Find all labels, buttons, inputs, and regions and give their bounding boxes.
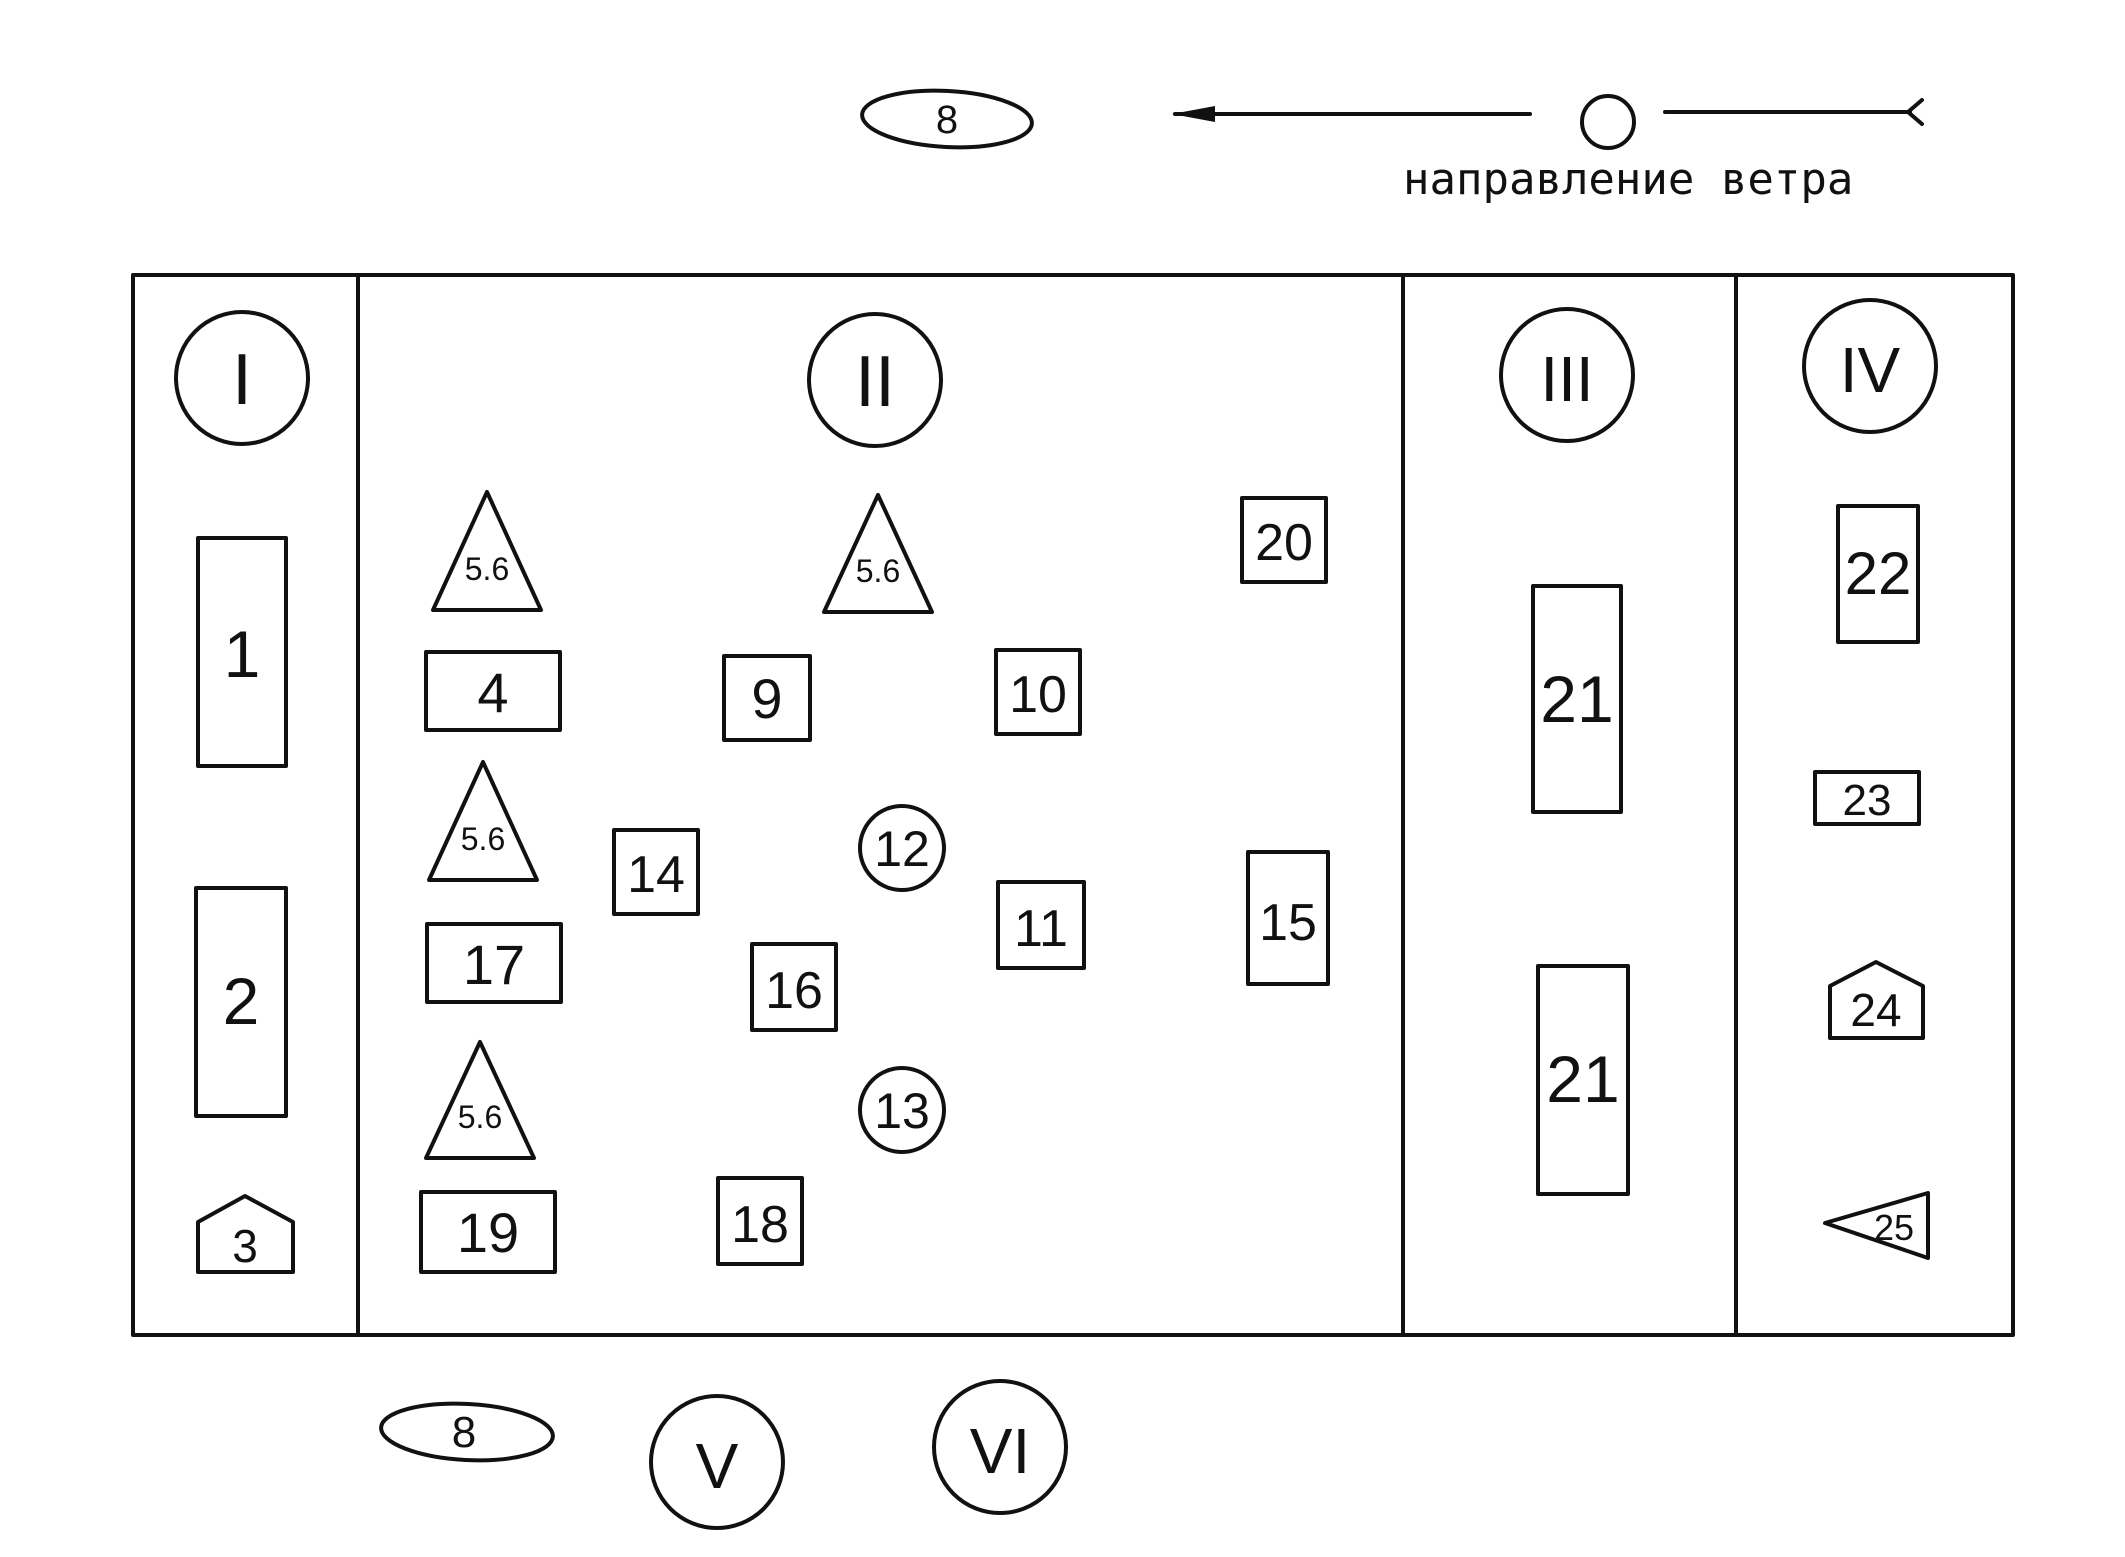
object-19: 19 (419, 1190, 557, 1274)
svg-text:12: 12 (874, 821, 930, 877)
svg-text:23: 23 (1843, 776, 1892, 825)
object-23: 23 (1813, 770, 1921, 826)
wind-tail-icon (1906, 98, 1924, 126)
object-21-lower: 21 (1536, 964, 1630, 1196)
svg-text:21: 21 (1546, 1042, 1619, 1116)
object-10: 10 (994, 648, 1082, 736)
svg-text:19: 19 (457, 1201, 519, 1264)
svg-text:I: I (232, 340, 252, 420)
svg-text:21: 21 (1540, 662, 1613, 736)
zone-V-marker: V (649, 1394, 785, 1530)
svg-text:VI: VI (970, 1415, 1030, 1487)
object-16: 16 (750, 942, 838, 1032)
svg-text:V: V (696, 1430, 739, 1502)
object-5-6-triangle-d: 5.6 (424, 1040, 536, 1160)
wind-caption: направление ветра (1403, 154, 1853, 205)
object-8-bottom: 8 (379, 1401, 555, 1463)
svg-text:5.6: 5.6 (856, 553, 900, 589)
object-5-6-triangle-a: 5.6 (431, 490, 543, 612)
wind-arrowhead-icon (1172, 106, 1215, 122)
object-2: 2 (194, 886, 288, 1118)
svg-text:24: 24 (1850, 984, 1901, 1036)
svg-text:1: 1 (224, 617, 261, 691)
object-21-upper: 21 (1531, 584, 1623, 814)
svg-text:5.6: 5.6 (458, 1099, 502, 1135)
svg-text:18: 18 (731, 1196, 789, 1254)
svg-text:9: 9 (751, 667, 782, 730)
zone-I-marker: I (174, 310, 310, 446)
svg-text:4: 4 (477, 661, 508, 724)
svg-text:20: 20 (1255, 514, 1313, 572)
object-12: 12 (858, 804, 946, 892)
object-22: 22 (1836, 504, 1920, 644)
object-5-6-triangle-c: 5.6 (427, 760, 539, 882)
svg-text:13: 13 (874, 1083, 930, 1139)
wind-source-icon (1580, 94, 1636, 150)
zone-III-marker: III (1499, 307, 1635, 443)
object-13: 13 (858, 1066, 946, 1154)
svg-text:17: 17 (463, 933, 525, 996)
svg-text:2: 2 (223, 964, 260, 1038)
site-frame (131, 273, 2015, 1337)
svg-text:22: 22 (1845, 540, 1912, 607)
svg-text:15: 15 (1259, 894, 1317, 952)
svg-text:25: 25 (1874, 1207, 1914, 1248)
svg-text:II: II (855, 342, 895, 422)
svg-text:5.6: 5.6 (461, 821, 505, 857)
svg-text:8: 8 (936, 98, 958, 142)
object-25: 25 (1823, 1191, 1930, 1260)
object-5-6-triangle-b: 5.6 (822, 493, 934, 614)
object-11: 11 (996, 880, 1086, 970)
object-4: 4 (424, 650, 562, 732)
zone-II-marker: II (807, 312, 943, 448)
zone-IV-marker: IV (1802, 298, 1938, 434)
svg-text:14: 14 (627, 846, 685, 904)
svg-text:3: 3 (232, 1220, 258, 1272)
svg-text:16: 16 (765, 962, 823, 1020)
svg-text:11: 11 (1014, 900, 1068, 958)
object-9: 9 (722, 654, 812, 742)
svg-text:III: III (1540, 343, 1593, 415)
object-1: 1 (196, 536, 288, 768)
object-20: 20 (1240, 496, 1328, 584)
object-17: 17 (425, 922, 563, 1004)
object-18: 18 (716, 1176, 804, 1266)
svg-text:10: 10 (1009, 666, 1067, 724)
object-3: 3 (196, 1194, 295, 1274)
wind-direction-indicator: направление ветра (1172, 94, 1924, 205)
object-14: 14 (612, 828, 700, 916)
object-15: 15 (1246, 850, 1330, 986)
object-24: 24 (1828, 960, 1925, 1040)
svg-text:8: 8 (452, 1408, 476, 1457)
svg-text:IV: IV (1840, 334, 1901, 406)
object-8-top: 8 (860, 88, 1034, 150)
zone-VI-marker: VI (932, 1379, 1068, 1515)
svg-text:5.6: 5.6 (465, 551, 509, 587)
